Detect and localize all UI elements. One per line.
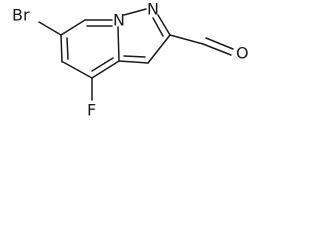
- atom-label-pyrazole-nitrogen: N: [147, 0, 159, 19]
- bond-c3b-c3a: [118, 60, 149, 64]
- bond-n2-c3: [152, 17, 164, 37]
- bond-n-c3a: [117, 26, 120, 62]
- bond-c3a-c4: [91, 60, 120, 79]
- bond-c4-c5-ring: [62, 61, 93, 79]
- bond-c6-br: [38, 21, 62, 36]
- bond-c5-c6-double: [66, 37, 69, 60]
- bond-cho-o-double: [205, 37, 234, 50]
- bond-cho-o: [202, 43, 232, 56]
- bond-c5-c6: [60, 19, 86, 36]
- atom-label-oxygen: O: [236, 44, 249, 63]
- bond-c5-c6-inner: [60, 34, 63, 63]
- bond-c3b-c3a-double: [123, 55, 146, 58]
- atom-label-bromine: Br: [12, 6, 30, 25]
- atom-label-ring-nitrogen: N: [113, 11, 125, 30]
- atom-label-fluorine: F: [87, 101, 96, 120]
- bond-c4-c5-double: [91, 57, 114, 72]
- bond-c3-cho: [169, 34, 204, 45]
- bond-n-n: [123, 8, 147, 16]
- bond-c3-c3b: [147, 34, 171, 64]
- chemical-structure-diagram: Br N N F O: [12, 0, 249, 120]
- bond-n2-c3-double: [157, 14, 171, 36]
